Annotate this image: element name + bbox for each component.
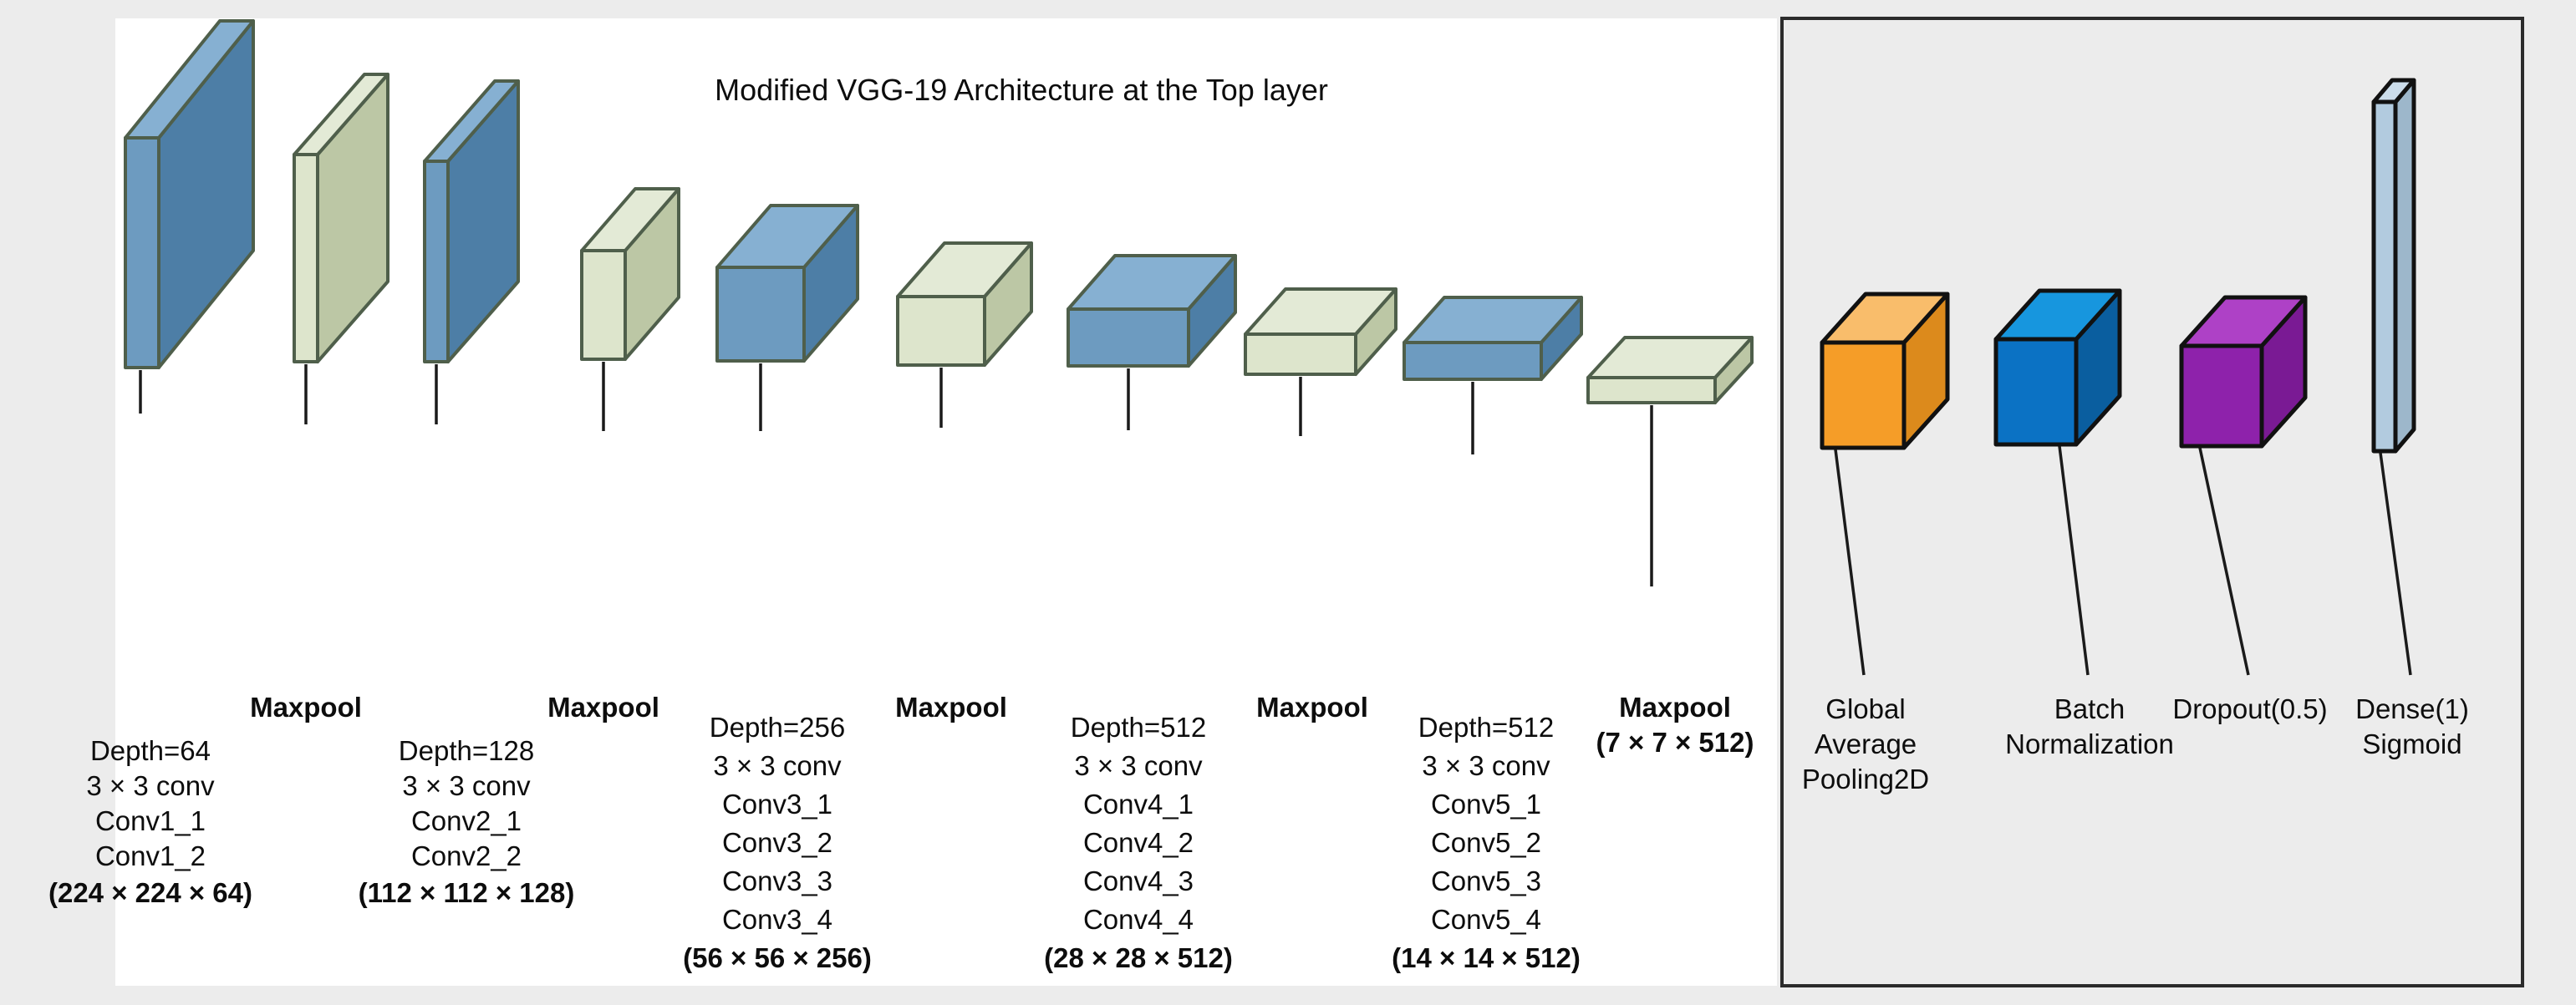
vgg-block-conv5-front-face: [1403, 341, 1543, 381]
gap-label-line-1: Global: [1825, 693, 1905, 724]
leader-lines-group: [139, 362, 2412, 676]
conv4-label-line-3: Conv4_1: [1083, 789, 1194, 820]
conv5-label-line-1: Depth=512: [1418, 712, 1554, 743]
conv2-label-line-5: (112 × 112 × 128): [359, 877, 575, 908]
vgg-block-conv4-front-face: [1067, 307, 1190, 368]
conv3-label-line-4: Conv3_2: [722, 827, 832, 858]
conv2-label-line-4: Conv2_2: [411, 840, 522, 871]
conv5-label-line-5: Conv5_3: [1431, 865, 1541, 896]
vgg-block-pool1-front-face: [293, 153, 319, 363]
conv3-label-line-2: 3 × 3 conv: [713, 750, 842, 781]
top-block-dense-side-face: [2393, 78, 2416, 454]
leader-line-batchnorm: [2058, 445, 2090, 676]
top-block-dropout-front-face: [2179, 343, 2264, 449]
vgg-block-pool3: [896, 241, 1033, 367]
leader-line-dropout: [2198, 447, 2250, 676]
vgg-backbone-panel: [115, 18, 1777, 986]
vgg-block-pool1: [293, 73, 389, 363]
conv4-label-line-1: Depth=512: [1071, 712, 1206, 743]
conv4-label-line-2: 3 × 3 conv: [1074, 750, 1203, 781]
dropout-label-line-1: Dropout(0.5): [2172, 693, 2327, 724]
vgg-block-pool2-front-face: [580, 249, 627, 361]
conv3-label-line-1: Depth=256: [710, 712, 845, 743]
batchnorm-label-line-2: Normalization: [2005, 728, 2174, 759]
vgg-block-conv2-front-face: [423, 160, 450, 363]
conv5-label-line-4: Conv5_2: [1431, 827, 1541, 858]
vgg-block-conv4: [1067, 254, 1237, 368]
conv3-label-line-7: (56 × 56 × 256): [683, 942, 872, 973]
conv5-label-line-3: Conv5_1: [1431, 789, 1541, 820]
top-block-batchnorm-front-face: [1993, 337, 2079, 447]
vgg-block-pool5-front-face: [1586, 376, 1717, 404]
vgg-block-conv5: [1403, 296, 1583, 381]
gap-label-line-2: Average: [1815, 728, 1917, 759]
conv4-label-line-4: Conv4_2: [1083, 827, 1194, 858]
vgg-block-conv3-front-face: [715, 266, 806, 363]
conv1-label-line-5: (224 × 224 × 64): [48, 877, 252, 908]
gap-label-line-3: Pooling2D: [1802, 764, 1929, 794]
blocks-group: [124, 19, 2416, 454]
conv5-label-line-2: 3 × 3 conv: [1422, 750, 1550, 781]
conv3-label-line-3: Conv3_1: [722, 789, 832, 820]
leader-line-dense: [2379, 452, 2412, 676]
vgg-block-pool4-front-face: [1244, 332, 1357, 376]
maxpool-label-1: Maxpool: [250, 692, 362, 723]
leader-line-gap: [1834, 449, 1866, 676]
conv4-label-line-6: Conv4_4: [1083, 904, 1194, 935]
batchnorm-label-line-1: Batch: [2054, 693, 2125, 724]
top-block-batchnorm: [1993, 288, 2122, 447]
top-block-dense-front-face: [2371, 99, 2398, 454]
conv2-label-line-2: 3 × 3 conv: [402, 770, 531, 801]
conv1-label-line-3: Conv1_1: [95, 805, 206, 836]
vgg-block-conv2: [423, 79, 520, 363]
conv5-label-line-7: (14 × 14 × 512): [1392, 942, 1581, 973]
dense-label-line-2: Sigmoid: [2362, 728, 2461, 759]
maxpool-label-2: Maxpool: [547, 692, 659, 723]
top-block-dense: [2371, 78, 2416, 454]
conv4-label-line-5: Conv4_3: [1083, 865, 1194, 896]
conv1-label-line-2: 3 × 3 conv: [86, 770, 215, 801]
vgg-block-pool4: [1244, 287, 1397, 376]
top-block-gap: [1820, 292, 1950, 450]
maxpool-5-label-line-1: Maxpool: [1619, 692, 1731, 723]
conv4-label-line-7: (28 × 28 × 512): [1044, 942, 1233, 973]
conv3-label-line-6: Conv3_4: [722, 904, 832, 935]
conv2-label-line-3: Conv2_1: [411, 805, 522, 836]
top-block-dropout: [2179, 295, 2308, 449]
conv1-label-line-1: Depth=64: [90, 735, 211, 766]
vgg-block-pool2: [580, 187, 680, 361]
maxpool-5-label-line-2: (7 × 7 × 512): [1596, 727, 1754, 758]
vgg-block-conv1: [124, 19, 255, 369]
conv5-label-line-6: Conv5_4: [1431, 904, 1541, 935]
conv1-label-line-4: Conv1_2: [95, 840, 206, 871]
diagram-title: Modified VGG-19 Architecture at the Top …: [715, 73, 1328, 107]
labels-group: Modified VGG-19 Architecture at the Top …: [48, 73, 2469, 973]
conv3-label-line-5: Conv3_3: [722, 865, 832, 896]
maxpool-label-3: Maxpool: [895, 692, 1007, 723]
top-block-gap-front-face: [1820, 340, 1907, 450]
vgg-block-conv1-front-face: [124, 136, 160, 369]
vgg-block-pool5: [1586, 336, 1754, 404]
vgg-block-pool3-front-face: [896, 295, 986, 367]
maxpool-label-4: Maxpool: [1256, 692, 1368, 723]
dense-label-line-1: Dense(1): [2355, 693, 2469, 724]
conv2-label-line-1: Depth=128: [399, 735, 534, 766]
vgg-block-conv3: [715, 204, 859, 363]
